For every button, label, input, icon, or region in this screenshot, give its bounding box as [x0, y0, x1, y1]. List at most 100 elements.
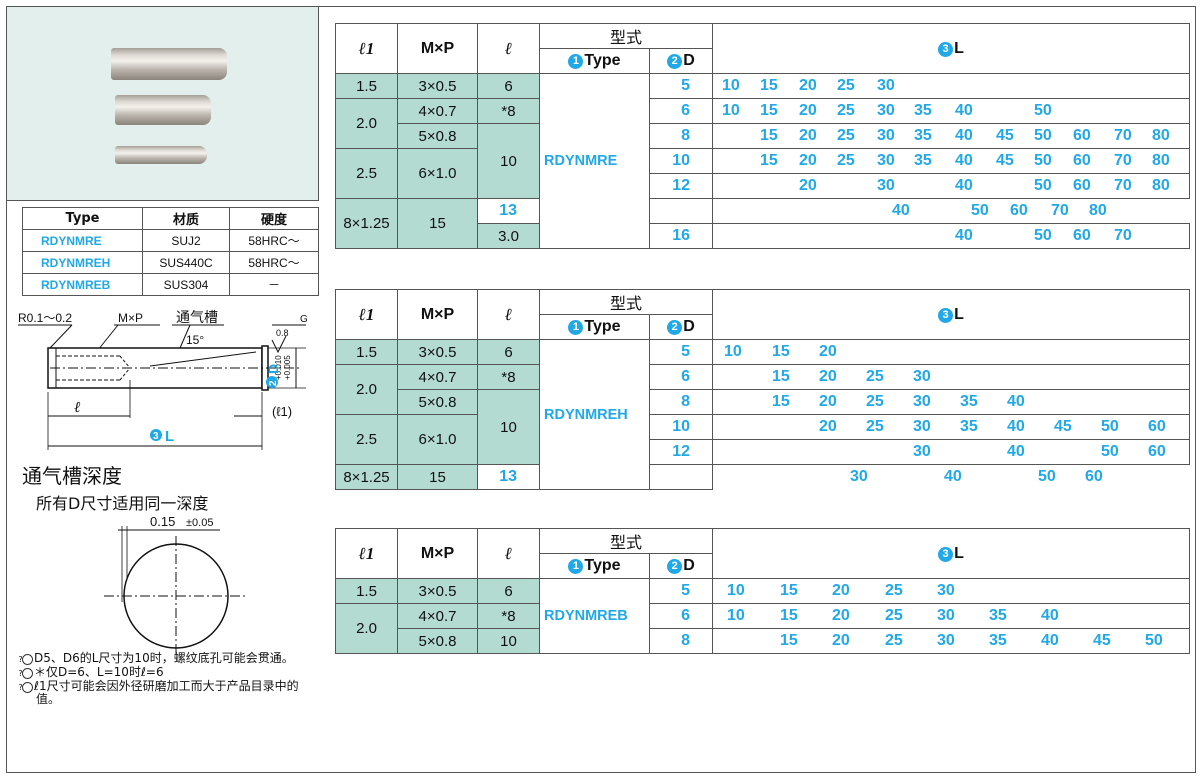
L-number-icon: 3	[938, 546, 954, 562]
type-cell: RDYNMRE	[539, 73, 650, 249]
length-value: 25	[837, 77, 855, 94]
l-cell: *8	[477, 603, 540, 629]
note-1: ?D5、D6的L尺寸为10时，螺纹底孔可能会贯通。	[18, 651, 322, 665]
vent-section-drawing: 0.15 ±0.05	[104, 514, 248, 654]
L-number-icon: 3	[938, 41, 954, 57]
l1-cell: 2.0	[335, 364, 398, 415]
l1-cell: 2.5	[335, 148, 398, 199]
length-value: 35	[960, 418, 978, 435]
d-lower-tolerance: +0.005	[283, 355, 292, 380]
length-value: 25	[866, 368, 884, 385]
material-row: RDYNMREH SUS440C 58HRC～	[22, 251, 319, 274]
vent-depth-subtitle: 所有D尺寸适用同一深度	[36, 494, 209, 513]
d-cell: 8	[649, 628, 713, 654]
type-cell: RDYNMREB	[539, 578, 650, 654]
length-value: 30	[877, 77, 895, 94]
l1-header-text: ℓ1	[358, 543, 375, 563]
length-value: 20	[819, 343, 837, 360]
length-value: 10	[724, 343, 742, 360]
length-value: 30	[877, 127, 895, 144]
material-type: RDYNMRE	[22, 229, 143, 252]
length-value: 40	[955, 102, 973, 119]
length-value: 50	[1101, 418, 1119, 435]
pin-medium	[115, 95, 211, 125]
d-cell: 10	[649, 148, 713, 174]
length-value: 50	[1101, 443, 1119, 460]
length-value: 20	[819, 418, 837, 435]
length-value: 70	[1114, 152, 1132, 169]
mxp-header: M×P	[397, 289, 478, 340]
model-header: 型式	[539, 289, 713, 315]
length-value: 30	[850, 468, 868, 485]
material-name: SUS440C	[142, 251, 230, 274]
length-value: 25	[866, 393, 884, 410]
d-cell: 13	[477, 198, 540, 224]
length-value: 50	[1034, 227, 1052, 244]
length-value: 35	[914, 127, 932, 144]
material-hardness: 58HRC～	[229, 229, 319, 252]
d-cell: 5	[649, 73, 713, 99]
length-value: 35	[914, 102, 932, 119]
length-value: 15	[760, 152, 778, 169]
length-value: 30	[877, 177, 895, 194]
material-row: RDYNMRE SUJ2 58HRC～	[22, 229, 319, 252]
d-number-icon: 2	[667, 54, 683, 69]
note-text: D5、D6的L尺寸为10时，螺纹底孔可能会贯通。	[34, 651, 294, 665]
length-value: 70	[1114, 177, 1132, 194]
mxp-cell: 8×1.25	[335, 464, 398, 490]
l1-label: (ℓ1)	[272, 404, 292, 419]
d-cell: 6	[649, 603, 713, 629]
type-number-icon: 1	[568, 54, 584, 69]
length-value: 80	[1152, 177, 1170, 194]
info-icon: ?	[18, 654, 33, 665]
mxp-cell: 6×1.0	[397, 414, 478, 465]
l-cell: 10	[477, 628, 540, 654]
length-value: 70	[1114, 127, 1132, 144]
l-cell: 6	[477, 339, 540, 365]
length-value: 50	[1034, 127, 1052, 144]
info-icon: ?	[18, 668, 33, 679]
l-header-text: ℓ	[504, 304, 513, 324]
length-value: 40	[944, 468, 962, 485]
length-value: 15	[780, 607, 798, 624]
length-value: 15	[780, 582, 798, 599]
model-header: 型式	[539, 23, 713, 49]
length-value: 25	[885, 607, 903, 624]
length-value: 15	[772, 368, 790, 385]
length-value: 40	[892, 202, 910, 219]
length-value: 20	[799, 102, 817, 119]
material-type: RDYNMREH	[22, 251, 143, 274]
mxp-cell: 4×0.7	[397, 364, 478, 390]
length-value: 10	[722, 77, 740, 94]
material-table: Type 材质 硬度 RDYNMRE SUJ2 58HRC～ RDYNMREH …	[22, 207, 319, 296]
length-value: 60	[1148, 418, 1166, 435]
l1-header: ℓ1	[335, 289, 398, 340]
note-text: ＊仅D=6、L=10时ℓ=6	[34, 665, 164, 679]
length-value: 25	[837, 102, 855, 119]
